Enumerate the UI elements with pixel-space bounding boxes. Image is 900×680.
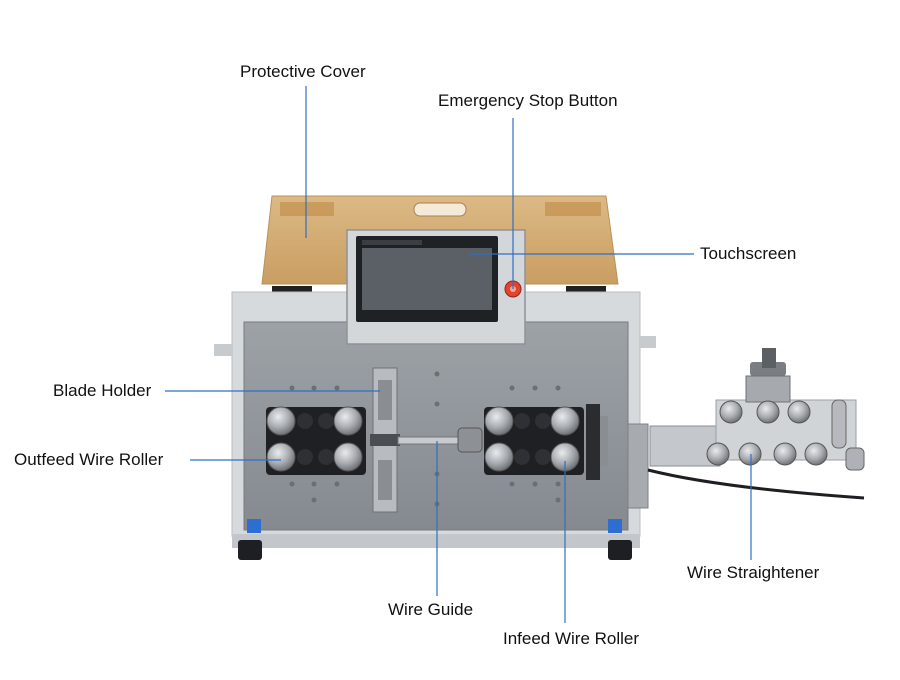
label-infeed-wire-roller: Infeed Wire Roller [503,629,640,648]
blade-holder [370,367,400,513]
label-outfeed-wire-roller: Outfeed Wire Roller [14,450,164,469]
label-wire-straightener: Wire Straightener [687,563,820,582]
wire-straightener [647,348,865,500]
label-emergency-stop-button: Emergency Stop Button [438,91,618,110]
outfeed-roller-block [266,406,366,475]
touchscreen-panel [346,229,526,345]
infeed-roller-block [484,404,608,480]
label-protective-cover: Protective Cover [240,62,366,81]
label-touchscreen: Touchscreen [700,244,797,263]
leader-lines [165,86,752,623]
label-blade-holder: Blade Holder [53,381,152,400]
label-wire-guide: Wire Guide [388,600,474,619]
wire-guide [397,427,483,453]
